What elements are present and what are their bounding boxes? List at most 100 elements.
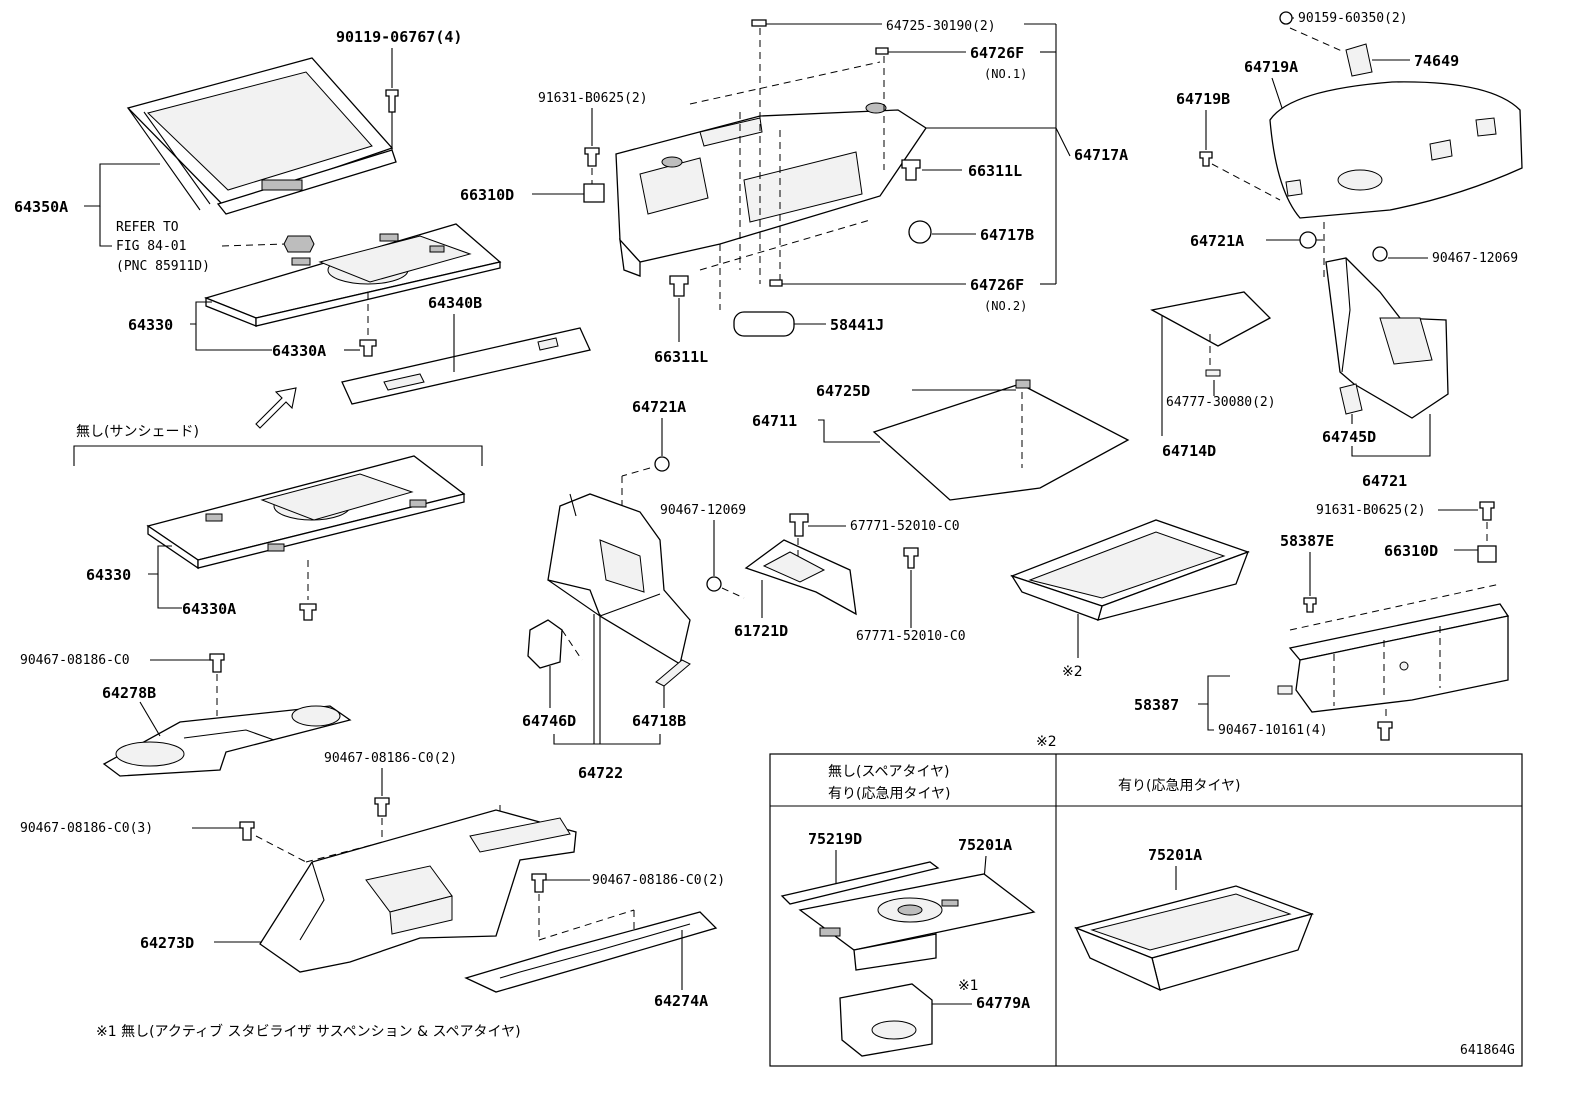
label-64273D: 64273D	[140, 934, 194, 952]
label-74649: 74649	[1414, 52, 1459, 70]
label-66311L-bottom: 66311L	[654, 348, 708, 366]
label-58441J: 58441J	[830, 316, 884, 334]
label-box-head-left2: 有り(応急用タイヤ)	[828, 786, 951, 802]
part-64719A-trim	[1269, 81, 1523, 219]
clip-67771-a	[789, 513, 846, 556]
clip-90467-12069-mid	[706, 520, 745, 599]
label-64330-mid: 64330	[86, 566, 131, 584]
clip-91631-right	[1438, 501, 1495, 546]
part-64779A	[839, 983, 933, 1057]
label-90467-08186-C0-a: 90467-08186-C0	[20, 653, 130, 668]
part-64273D	[259, 809, 577, 973]
label-64721A-mid: 64721A	[632, 398, 686, 416]
label-no1: (NO.1)	[984, 67, 1027, 81]
part-64330-tray-mid	[146, 455, 466, 570]
label-61721D: 61721D	[734, 622, 788, 640]
label-64278B: 64278B	[102, 684, 156, 702]
label-64726F-1: 64726F	[970, 44, 1024, 62]
clip-90159	[1279, 11, 1345, 53]
label-refer-to: REFER TO	[116, 220, 179, 235]
part-64745D	[1339, 383, 1363, 415]
clip-64721A-right	[1266, 222, 1325, 280]
part-64711-mat	[872, 379, 1130, 501]
label-64340B: 64340B	[428, 294, 482, 312]
label-fig-84-01: FIG 84-01	[116, 239, 186, 254]
label-note2-tray: ※2	[1062, 664, 1083, 680]
label-64725D: 64725D	[816, 382, 870, 400]
part-64714D-cover	[1150, 291, 1272, 377]
clip-90467-08186-a	[150, 653, 225, 716]
part-64722-quarter-trim	[547, 493, 691, 666]
part-64721-side-trim	[1325, 257, 1449, 419]
leader-90119	[385, 48, 399, 150]
part-64717B	[908, 220, 976, 244]
leader-64725-30190	[751, 19, 1057, 284]
label-pnc-85911D: (PNC 85911D)	[116, 259, 210, 274]
part-66311L-bottom	[669, 275, 689, 342]
label-90119-06767: 90119-06767(4)	[336, 28, 462, 46]
dashed-guides-panel	[689, 28, 885, 310]
label-90467-12069-mid: 90467-12069	[660, 503, 746, 518]
label-box-head-right: 有り(応急用タイヤ)	[1118, 778, 1241, 794]
label-90467-08186-C0-2a: 90467-08186-C0(2)	[324, 751, 457, 766]
part-64278B	[102, 705, 352, 777]
clip-90467-08186-2b	[531, 873, 635, 941]
label-90467-10161: 90467-10161(4)	[1218, 723, 1328, 738]
leader-64330-mid-2	[157, 574, 182, 609]
clip-64330A-top	[344, 292, 377, 357]
part-61721D	[744, 539, 857, 616]
label-64777-30080: 64777-30080(2)	[1166, 395, 1276, 410]
label-64725-30190: 64725-30190(2)	[886, 19, 996, 34]
part-75219D	[780, 861, 940, 905]
clip-90467-12069-right	[1372, 246, 1428, 262]
label-75201A-left: 75201A	[958, 836, 1012, 854]
leader-64721	[1351, 414, 1431, 457]
label-90467-12069-right: 90467-12069	[1432, 251, 1518, 266]
label-box-head-left1: 無し(スペアタイヤ)	[828, 764, 950, 780]
part-58387-scuff	[1277, 583, 1510, 713]
clip-64719B	[1199, 110, 1281, 201]
part-64350A-sunshade	[126, 57, 397, 215]
label-90467-08186-C0-3: 90467-08186-C0(3)	[20, 821, 153, 836]
leader-64717A	[926, 127, 1071, 157]
part-64746D	[527, 619, 583, 669]
leader-64722	[549, 614, 665, 745]
leader-64350A	[84, 163, 160, 247]
label-no2: (NO.2)	[984, 299, 1027, 313]
part-75201A-tray-right	[1073, 885, 1315, 992]
label-note1-box: ※1	[958, 978, 979, 994]
clip-90467-10161	[1377, 704, 1393, 741]
label-64779A: 64779A	[976, 994, 1030, 1012]
footnote-1: ※1 無し(アクティブ スタビライザ サスペンション & スペアタイヤ)	[96, 1023, 521, 1040]
label-58387E: 58387E	[1280, 532, 1334, 550]
leader-64711	[818, 419, 880, 443]
leader-64330-top	[190, 301, 212, 325]
label-66310D-left: 66310D	[460, 186, 514, 204]
part-66311L-right	[901, 159, 962, 181]
clip-90467-08186-2a	[374, 768, 390, 850]
label-64719B: 64719B	[1176, 90, 1230, 108]
clip-64721A-mid	[621, 418, 670, 510]
leader-58387	[1198, 675, 1230, 705]
label-64274A: 64274A	[654, 992, 708, 1010]
variant-table	[769, 753, 1523, 1067]
part-64717A-panel	[615, 102, 927, 277]
label-64350A: 64350A	[14, 198, 68, 216]
label-90159-60350: 90159-60350(2)	[1298, 11, 1408, 26]
label-fig-code: 641864G	[1460, 1043, 1515, 1058]
leader-64330-top-2	[195, 324, 272, 351]
label-75201A-right: 75201A	[1148, 846, 1202, 864]
label-75219D: 75219D	[808, 830, 862, 848]
clip-67771-b	[903, 547, 919, 628]
label-67771-52010-b: 67771-52010-C0	[856, 629, 966, 644]
part-spare-tray-note2	[1010, 519, 1250, 621]
label-66311L-right: 66311L	[968, 162, 1022, 180]
label-64721A-right: 64721A	[1190, 232, 1244, 250]
label-64719A: 64719A	[1244, 58, 1298, 76]
part-64340B	[341, 327, 591, 405]
variant-bracket	[73, 445, 483, 466]
label-64330A-top: 64330A	[272, 342, 326, 360]
label-64726F-2: 64726F	[970, 276, 1024, 294]
label-91631-B0625-left: 91631-B0625(2)	[538, 91, 648, 106]
